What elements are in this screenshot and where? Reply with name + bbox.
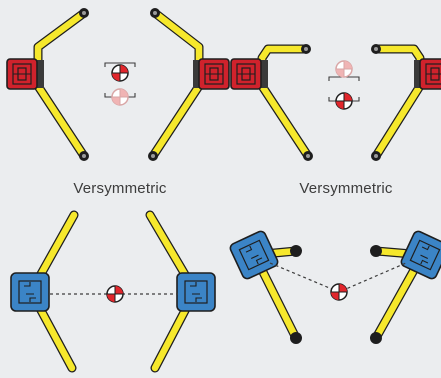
pivot-joint-icon: [301, 44, 311, 54]
caption-right: Versymmetric: [299, 180, 393, 197]
gripper-icon: [6, 58, 38, 90]
center-of-gravity-icon: [330, 283, 348, 301]
pivot-joint-icon: [290, 245, 302, 257]
center-of-gravity-icon: [111, 88, 129, 106]
pivot-joint-icon: [370, 332, 382, 344]
gripper-icon: [398, 228, 441, 282]
gripper-icon: [230, 58, 262, 90]
pivot-joint-icon: [303, 151, 313, 161]
pivot-joint-icon: [150, 8, 160, 18]
panel-top-left: [6, 8, 136, 161]
caption-left: Versymmetric: [73, 180, 167, 197]
gripper-icon: [227, 228, 281, 282]
lower-arm: [33, 81, 89, 161]
center-of-gravity-icon: [335, 60, 353, 78]
panel-top-left-right-gripper: [148, 8, 230, 161]
gripper-icon: [176, 272, 216, 312]
pivot-joint-icon: [79, 8, 89, 18]
panel-top-right: [230, 44, 441, 161]
gripper-icon: [198, 58, 230, 90]
center-of-gravity-icon: [106, 285, 124, 303]
pivot-joint-icon: [370, 245, 382, 257]
pivot-joint-icon: [371, 44, 381, 54]
pivot-joint-icon: [371, 151, 381, 161]
upper-arm: [33, 8, 89, 70]
gripper-icon: [10, 272, 50, 312]
panel-bottom-right: [227, 228, 441, 344]
center-of-gravity-icon: [335, 92, 353, 110]
pivot-joint-icon: [148, 151, 158, 161]
pivot-joint-icon: [79, 151, 89, 161]
center-of-gravity-icon: [111, 64, 129, 82]
gripper-icon: [419, 58, 441, 90]
pivot-joint-icon: [290, 332, 302, 344]
panel-bottom-left: [10, 210, 216, 373]
